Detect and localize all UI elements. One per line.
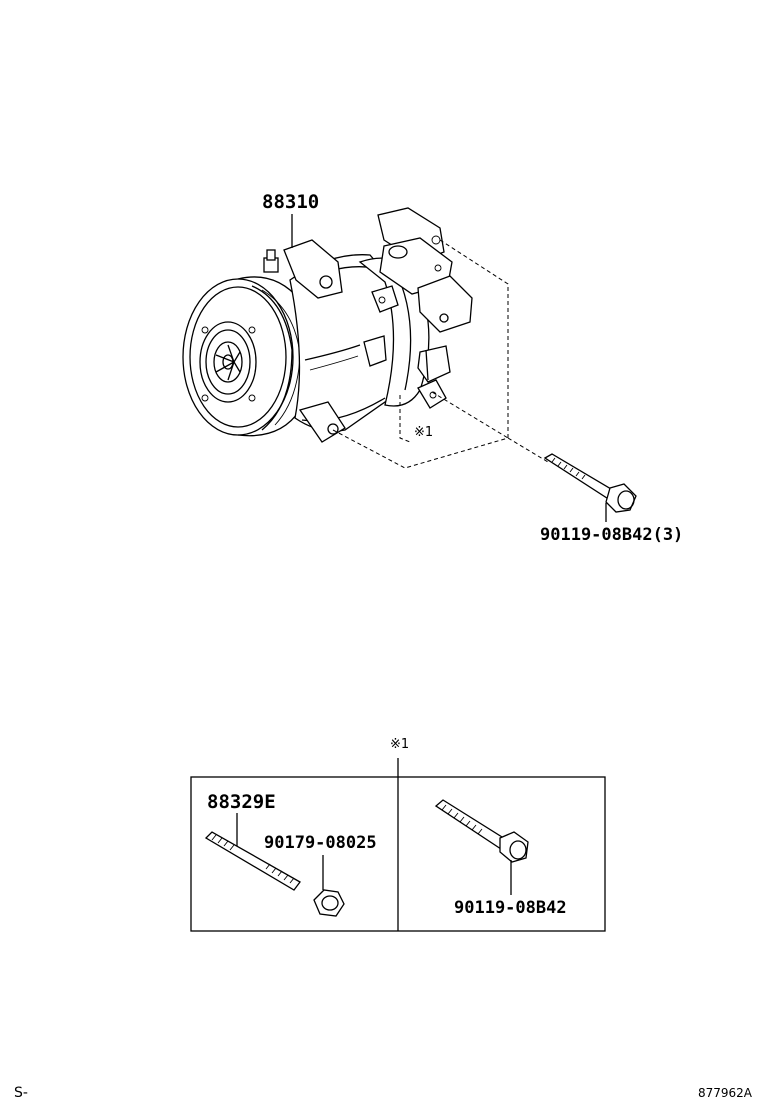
footer-figure-number: 877962A [698,1086,753,1100]
ref-mark-upper: ※1 [414,425,433,440]
footer-left-code: S- [14,1085,28,1101]
compressor-part-number: 88310 [262,191,319,213]
mounting-outline [332,239,549,469]
compressor-assembly [182,207,473,443]
bolt-box-part-number: 90119-08B42 [454,898,567,918]
bolt-main-part-number: 90119-08B42(3) [540,525,683,545]
bolt-box-icon [434,799,529,863]
stud-icon [204,831,301,891]
bolt-main-icon [543,453,637,513]
nut-icon [313,889,345,917]
stud-part-number: 88329E [207,791,276,813]
nut-part-number: 90179-08025 [264,833,377,853]
kit-box [190,758,606,932]
ref-mark-box: ※1 [390,737,409,752]
